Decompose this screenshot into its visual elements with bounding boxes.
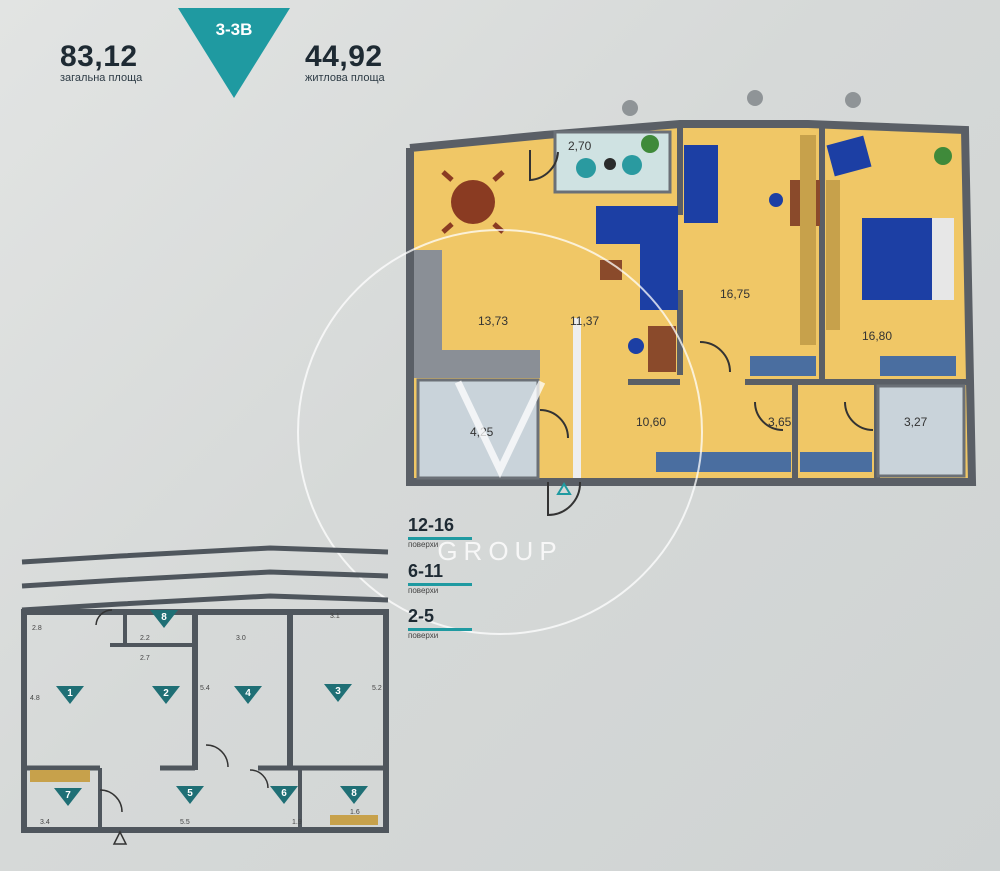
living-area-value: 44,92 <box>305 40 383 73</box>
bookshelf-icon <box>880 356 956 376</box>
total-area-label: загальна площа <box>60 72 143 84</box>
balcony-chair-icon <box>576 158 596 178</box>
floor-range-bar <box>408 628 472 631</box>
floor-range-1: 12-16 поверхи <box>408 515 472 549</box>
schematic-marker: 4 <box>245 688 251 699</box>
floor-range-value: 2-5 <box>408 606 435 626</box>
schematic-marker: 7 <box>65 790 71 801</box>
floor-range-label: поверхи <box>408 540 439 549</box>
watermark-circle <box>297 229 703 635</box>
dimension-label: 5.4 <box>200 685 210 692</box>
bookshelf-icon <box>656 452 791 472</box>
schematic-marker: 6 <box>281 788 287 799</box>
room-area-bedroom-2: 16,80 <box>862 329 892 343</box>
apartment-code: 3-3В <box>215 20 253 39</box>
apartment-code-triangle <box>178 8 290 98</box>
plant-icon <box>934 147 952 165</box>
room-area-kitchen: 13,73 <box>478 314 508 328</box>
entrance-icon <box>112 830 128 845</box>
wardrobe-icon <box>800 135 816 345</box>
plant-icon <box>641 135 659 153</box>
wc <box>876 384 966 478</box>
door-arc <box>844 401 874 431</box>
dimension-label: 1.6 <box>350 809 360 816</box>
schematic-marker: 3 <box>335 686 341 697</box>
dimension-label: 3.4 <box>40 819 50 826</box>
schematic-marker: 8 <box>351 788 357 799</box>
door-arc <box>699 341 731 373</box>
dimension-label: 3.1 <box>330 613 340 620</box>
schematic-marker: 1 <box>67 688 73 699</box>
desk-icon <box>648 326 676 372</box>
living-area-block: 44,92 житлова площа <box>305 40 385 84</box>
schematic-marker: 2 <box>163 688 169 699</box>
wardrobe-icon <box>826 180 840 330</box>
dimension-label: 2.2 <box>140 635 150 642</box>
entrance-icon <box>556 482 572 495</box>
dimension-label: 5.5 <box>180 819 190 826</box>
single-bed-icon <box>684 145 718 223</box>
coffee-table-icon <box>600 260 622 280</box>
door-arc <box>529 150 559 182</box>
room-area-balcony: 2,70 <box>568 139 592 153</box>
floor-range-value: 12-16 <box>408 515 455 535</box>
floor-range-bar <box>408 537 472 540</box>
chair-icon <box>769 193 783 207</box>
fan-icon <box>747 90 763 106</box>
door-arc <box>539 409 569 439</box>
room-area-corridor: 3,65 <box>768 415 792 429</box>
floor-range-bar <box>408 583 472 586</box>
room-area-living: 11,37 <box>570 314 599 328</box>
room-area-wc: 3,27 <box>904 415 928 429</box>
door-arc <box>754 401 784 431</box>
watermark-text: GROUP <box>437 536 562 566</box>
dimension-label: 1.9 <box>292 819 302 826</box>
floor-range-3: 2-5 поверхи <box>408 606 472 640</box>
entrance-door <box>547 481 582 517</box>
dimension-label: 3.0 <box>236 635 246 642</box>
balcony-chair-icon <box>622 155 642 175</box>
dimension-label: 2.8 <box>32 625 42 632</box>
bookshelf-icon <box>800 452 872 472</box>
room-area-hall: 10,60 <box>636 415 666 429</box>
floor-range-label: поверхи <box>408 631 439 640</box>
kitchen-counter <box>414 250 540 378</box>
sofa-icon <box>596 206 678 310</box>
floor-range-value: 6-11 <box>408 561 444 581</box>
room-area-bedroom-1: 16,75 <box>720 287 750 301</box>
dining-table-icon <box>451 180 495 224</box>
total-area-block: 83,12 загальна площа <box>60 40 142 84</box>
total-area-value: 83,12 <box>60 40 138 73</box>
living-area-label: житлова площа <box>305 72 385 84</box>
dimension-label: 2.7 <box>140 655 150 662</box>
fan-icon <box>622 100 638 116</box>
dimension-label: 4.8 <box>30 695 40 702</box>
floor-range-2: 6-11 поверхи <box>408 561 472 595</box>
floor-range-label: поверхи <box>408 586 439 595</box>
schematic-marker: 5 <box>187 788 193 799</box>
section-schematic: 8 1 2 4 3 7 5 6 8 2.8 2.2 2.7 3.0 3.1 4.… <box>21 545 389 845</box>
fan-icon <box>845 92 861 108</box>
chair-icon <box>628 338 644 354</box>
armchair-icon <box>826 135 872 177</box>
balcony-table-icon <box>604 158 616 170</box>
bookshelf-icon <box>750 356 816 376</box>
schematic-marker: 8 <box>161 612 167 623</box>
watermark-logo <box>454 380 546 479</box>
dimension-label: 5.2 <box>372 685 382 692</box>
